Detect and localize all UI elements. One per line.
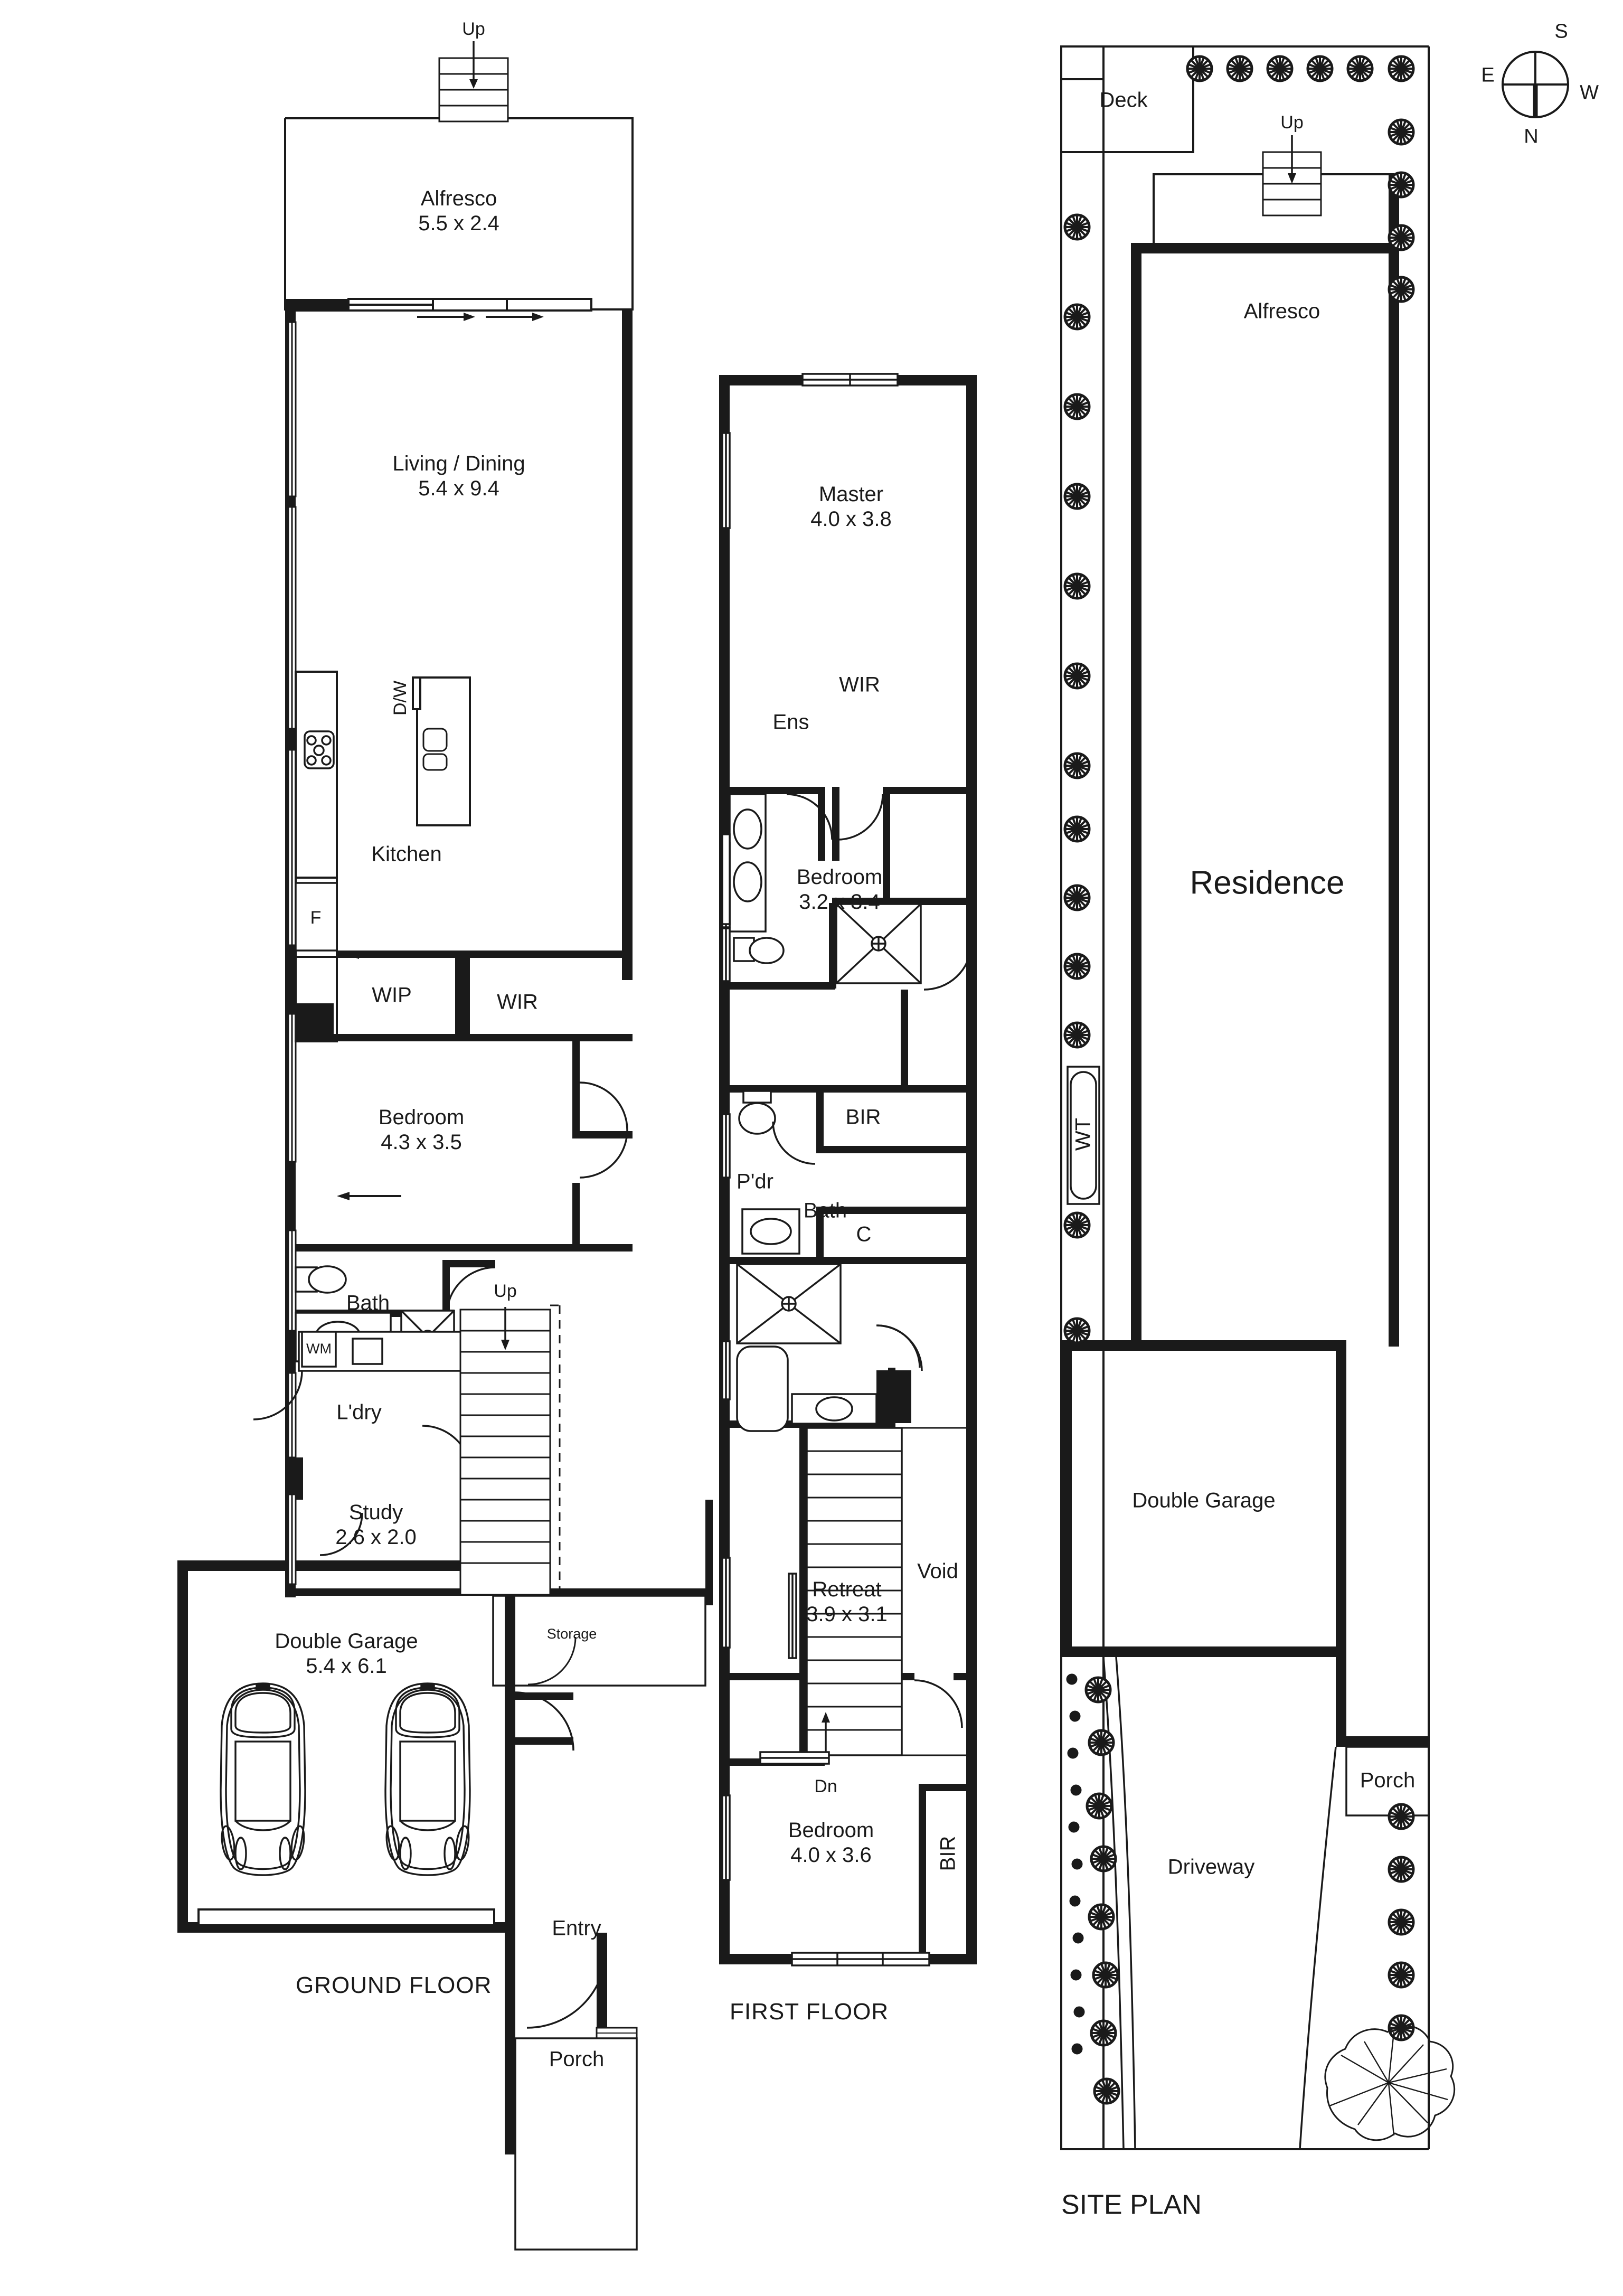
- first-floor-plan: [719, 373, 977, 1966]
- site-plan-drawing: [1060, 45, 1569, 2150]
- site-stair-up: [1262, 135, 1322, 217]
- ground-floor-plan: [177, 41, 713, 2251]
- site-double-garage: [1061, 1340, 1429, 1747]
- first-floor-interior: [721, 373, 977, 1966]
- residence-block: [1131, 174, 1399, 1347]
- compass-rose: [1502, 51, 1569, 118]
- stair-up-top: [438, 41, 509, 123]
- site-porch-driveway: [1102, 1657, 1430, 2150]
- ground-floor-fixtures: [197, 882, 706, 2251]
- water-tank-symbol: [1067, 1066, 1100, 1205]
- deck-area: [1060, 45, 1194, 153]
- site-tree-symbol: [1324, 2025, 1456, 2141]
